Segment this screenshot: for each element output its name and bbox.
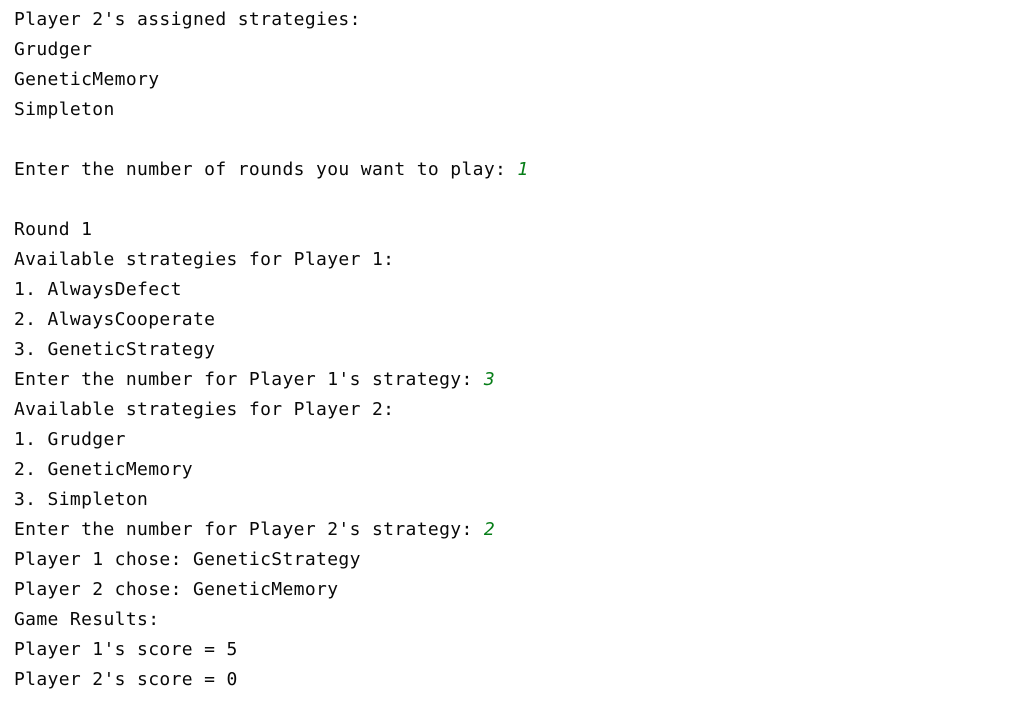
console-line: 2. AlwaysCooperate [14, 305, 529, 335]
output-text: 1. Grudger [14, 429, 126, 450]
console-line: Game Results: [14, 605, 529, 635]
console-line: Grudger [14, 35, 529, 65]
prompt-text: Enter the number for Player 2's strategy… [14, 519, 484, 540]
user-input-text: 1 [517, 159, 529, 180]
output-text: Player 2's score = 0 [14, 669, 238, 690]
console-line: Available strategies for Player 2: [14, 395, 529, 425]
output-text: 3. GeneticStrategy [14, 339, 216, 360]
output-text: Available strategies for Player 2: [14, 399, 395, 420]
output-text: Player 2 chose: GeneticMemory [14, 579, 339, 600]
console-line: Enter the number for Player 1's strategy… [14, 365, 529, 395]
console-line: 2. GeneticMemory [14, 455, 529, 485]
output-text: Player 2's assigned strategies: [14, 9, 361, 30]
user-input-text: 3 [483, 369, 496, 390]
output-text: 2. AlwaysCooperate [14, 309, 216, 330]
prompt-text: Enter the number for Player 1's strategy… [14, 369, 484, 390]
output-text: Player 1 chose: GeneticStrategy [14, 549, 361, 570]
console-line: 3. GeneticStrategy [14, 335, 529, 365]
output-text: Game Results: [14, 609, 160, 630]
console-line: Enter the number for Player 2's strategy… [14, 515, 529, 545]
console-line: Player 2 chose: GeneticMemory [14, 575, 529, 605]
output-text: Round 1 [14, 219, 93, 240]
console-line: Player 2's score = 0 [14, 665, 529, 695]
output-text: Available strategies for Player 1: [14, 249, 395, 270]
console-output[interactable]: Player 2's assigned strategies: Grudger … [14, 5, 529, 695]
console-line: Round 1 [14, 215, 529, 245]
console-line [14, 125, 529, 155]
console-line: 1. Grudger [14, 425, 529, 455]
output-text: 1. AlwaysDefect [14, 279, 182, 300]
output-text: Simpleton [14, 99, 115, 120]
console-line: Player 2's assigned strategies: [14, 5, 529, 35]
output-text: 2. GeneticMemory [14, 459, 193, 480]
user-input-text: 2 [483, 519, 496, 540]
output-text: 3. Simpleton [14, 489, 149, 510]
console-line: GeneticMemory [14, 65, 529, 95]
console-line: Player 1's score = 5 [14, 635, 529, 665]
console-line: Player 1 chose: GeneticStrategy [14, 545, 529, 575]
console-line: Enter the number of rounds you want to p… [14, 155, 529, 185]
console-line: 3. Simpleton [14, 485, 529, 515]
output-text: Player 1's score = 5 [14, 639, 238, 660]
output-text: Grudger [14, 39, 93, 60]
console-line: 1. AlwaysDefect [14, 275, 529, 305]
output-text: GeneticMemory [14, 69, 160, 90]
prompt-text: Enter the number of rounds you want to p… [14, 159, 518, 180]
console-line [14, 185, 529, 215]
console-line: Simpleton [14, 95, 529, 125]
console-line: Available strategies for Player 1: [14, 245, 529, 275]
